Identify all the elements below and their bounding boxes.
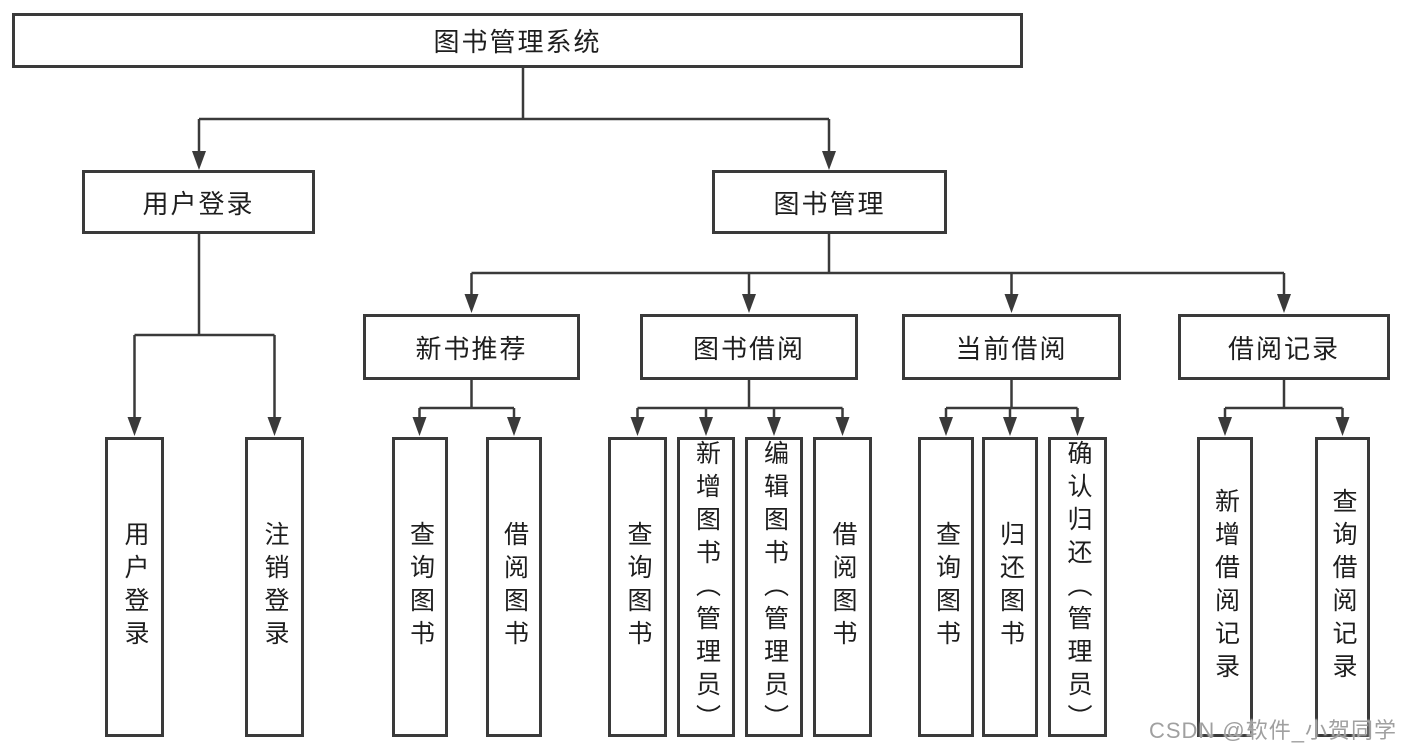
node-current-borrow: 当前借阅 xyxy=(902,314,1121,380)
leaf-return-book: 归还图书 xyxy=(982,437,1038,737)
arrow-icon xyxy=(767,417,781,436)
leaf-newbook-borrow-book: 借阅图书 xyxy=(486,437,542,737)
leaf-user-login: 用户登录 xyxy=(105,437,164,737)
leaf-add-borrow-record: 新增借阅记录 xyxy=(1197,437,1253,737)
csdn-watermark: CSDN @软件_小贺同学 xyxy=(1148,718,1397,743)
leaf-current-query-book: 查询图书 xyxy=(918,437,974,737)
arrow-icon xyxy=(192,151,206,170)
arrow-icon xyxy=(267,417,282,436)
connector-bookmgmt-to-level3 xyxy=(470,234,1286,296)
connector-userlogin-to-leaves xyxy=(133,234,276,419)
arrow-icon xyxy=(464,294,479,313)
arrow-icon xyxy=(699,417,713,436)
arrow-icon xyxy=(412,417,427,436)
leaf-borrow-query-book: 查询图书 xyxy=(608,437,667,737)
leaf-add-book-admin: 新增图书（管理员） xyxy=(677,437,735,737)
connector-bookborrow-to-leaves xyxy=(636,380,844,419)
arrow-icon xyxy=(127,417,142,436)
node-root-system: 图书管理系统 xyxy=(12,13,1023,68)
arrow-icon xyxy=(1004,294,1019,313)
connector-root-to-level2 xyxy=(197,68,831,153)
node-new-book-recommend: 新书推荐 xyxy=(363,314,580,380)
arrow-icon xyxy=(742,294,756,313)
node-user-login: 用户登录 xyxy=(82,170,315,234)
arrow-icon xyxy=(822,151,836,170)
arrow-icon xyxy=(1277,294,1291,313)
node-book-management: 图书管理 xyxy=(712,170,947,234)
arrow-icon xyxy=(630,417,645,436)
leaf-borrow-book: 借阅图书 xyxy=(813,437,872,737)
leaf-logout: 注销登录 xyxy=(245,437,304,737)
connector-newbook-to-leaves xyxy=(418,380,516,419)
leaf-newbook-query-book: 查询图书 xyxy=(392,437,448,737)
arrow-icon xyxy=(1218,417,1232,436)
leaf-confirm-return-admin: 确认归还（管理员） xyxy=(1048,437,1107,737)
node-borrow-record: 借阅记录 xyxy=(1178,314,1390,380)
connector-borrowrecord-to-leaves xyxy=(1223,380,1344,419)
leaf-query-borrow-record: 查询借阅记录 xyxy=(1315,437,1370,737)
arrow-icon xyxy=(939,417,953,436)
arrow-icon xyxy=(1070,417,1085,436)
connector-currentborrow-to-leaves xyxy=(944,380,1079,419)
arrow-icon xyxy=(835,417,850,436)
leaf-edit-book-admin: 编辑图书（管理员） xyxy=(745,437,803,737)
node-book-borrow: 图书借阅 xyxy=(640,314,858,380)
arrow-icon xyxy=(507,417,521,436)
arrow-icon xyxy=(1335,417,1350,436)
arrow-icon xyxy=(1003,417,1017,436)
